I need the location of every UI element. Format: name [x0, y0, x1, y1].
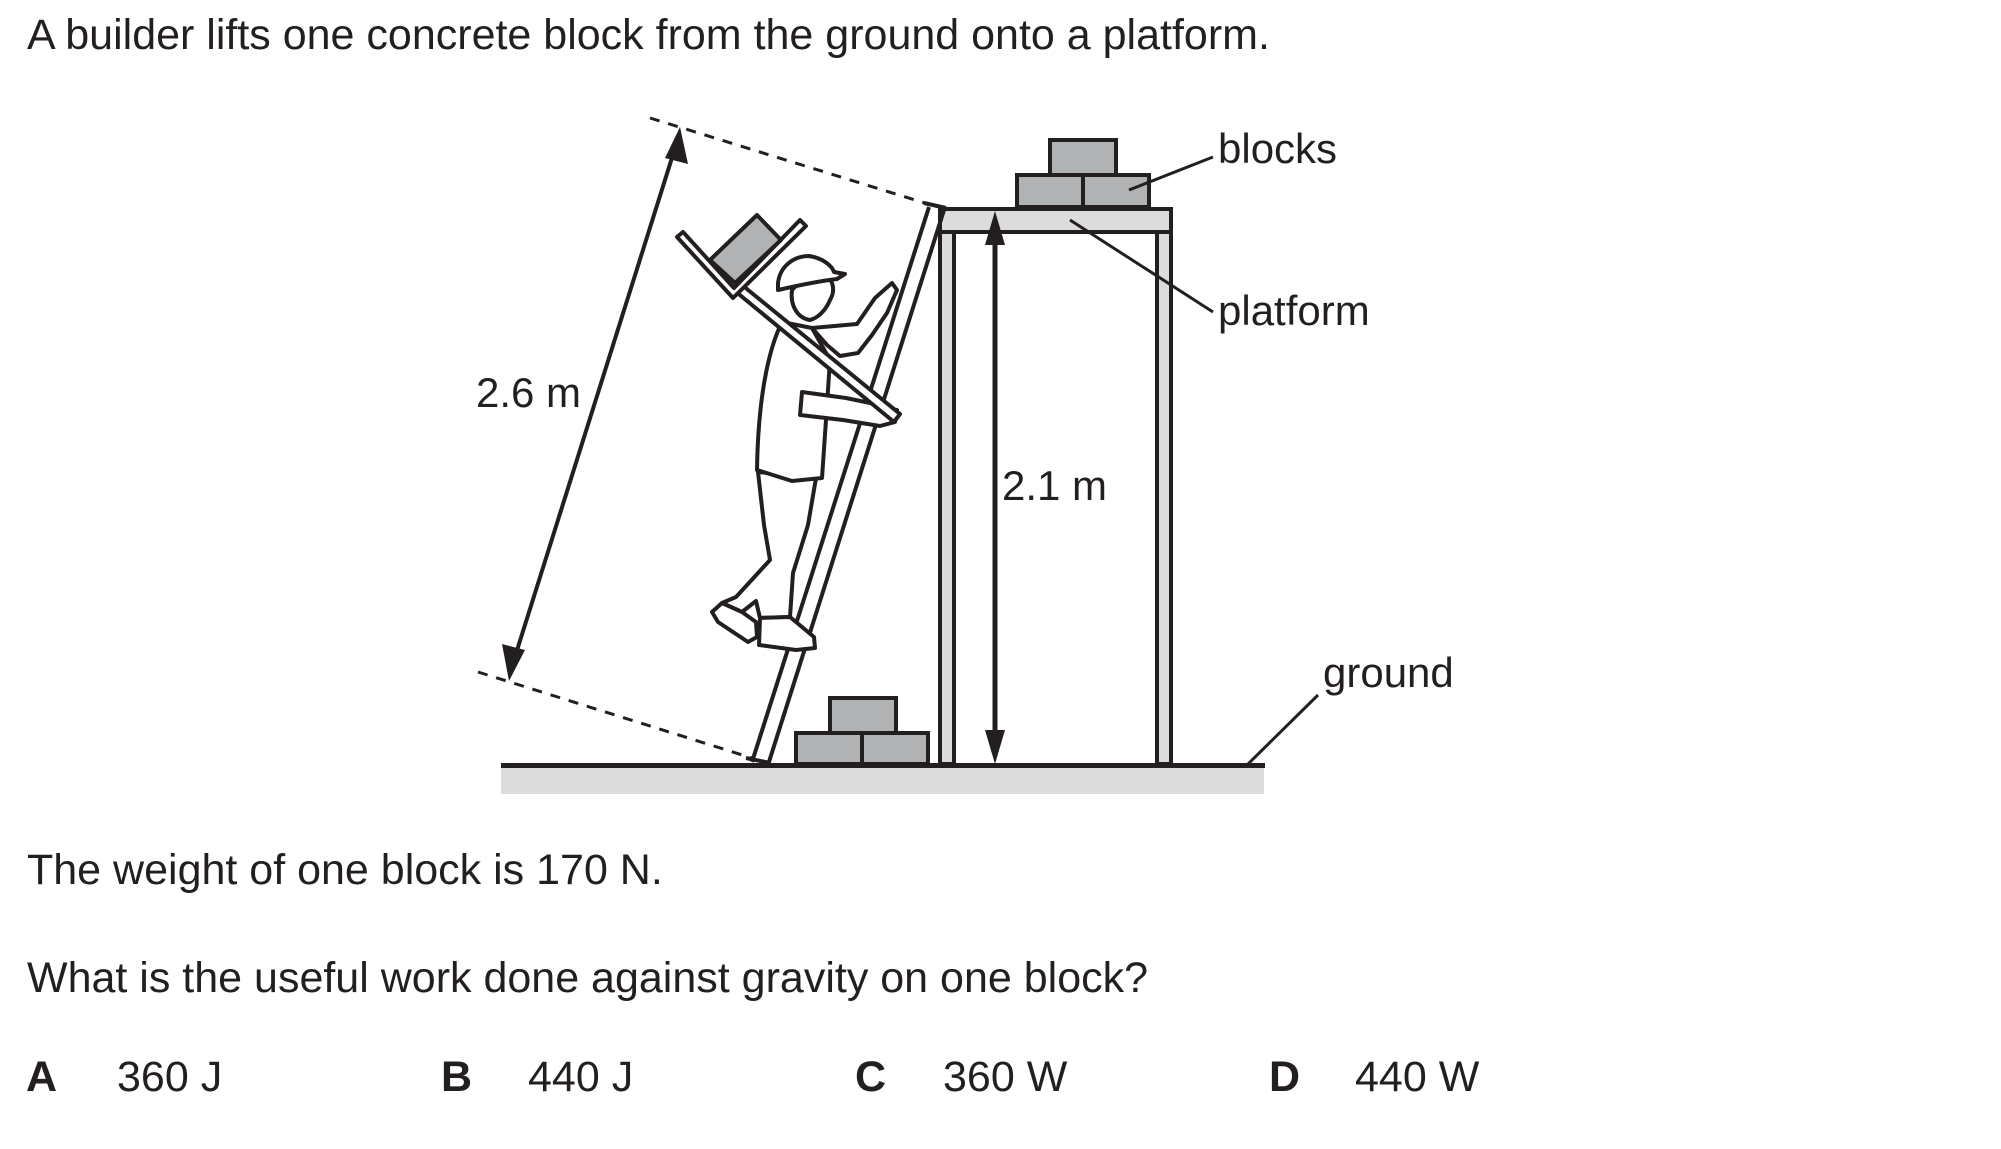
block — [860, 731, 930, 766]
block — [1081, 173, 1151, 209]
builder-helmet-icon — [776, 254, 847, 292]
builder-arm-raised — [810, 281, 899, 358]
ladder-length-label: 2.6 m — [476, 369, 581, 416]
platform-height-label: 2.1 m — [1002, 462, 1107, 509]
builder-figure — [675, 213, 902, 652]
block — [794, 731, 864, 766]
arrowhead-up-icon — [985, 211, 1005, 245]
dashed-line-top — [649, 116, 929, 206]
builder-boot — [757, 615, 817, 652]
platform-top — [938, 207, 1173, 234]
option-c-letter[interactable]: C — [855, 1053, 887, 1101]
ground — [501, 763, 1265, 794]
option-b-letter[interactable]: B — [441, 1053, 473, 1101]
option-a-letter[interactable]: A — [26, 1053, 58, 1101]
arrow-shaft — [511, 144, 678, 664]
ladder-length-arrow — [502, 127, 688, 681]
blocks-leader-line — [1128, 155, 1214, 192]
builder-trousers — [720, 470, 818, 620]
block — [828, 696, 898, 735]
platform-height-arrow — [985, 211, 1005, 764]
ground-band — [501, 765, 1264, 794]
platform-leg-right — [1155, 229, 1173, 766]
block — [1048, 138, 1118, 177]
platform-leader-line — [1069, 218, 1214, 314]
block — [1015, 173, 1085, 209]
question-intro: A builder lifts one concrete block from … — [27, 11, 1270, 59]
ground-blocks — [794, 696, 930, 766]
ground-leader-line — [1245, 693, 1320, 767]
platform-leg-left — [938, 229, 956, 766]
option-a-value[interactable]: 360 J — [117, 1053, 223, 1101]
hod-block — [708, 213, 783, 285]
option-d-value[interactable]: 440 W — [1355, 1053, 1480, 1101]
question-prompt: What is the useful work done against gra… — [27, 954, 1149, 1002]
option-b-value[interactable]: 440 J — [528, 1053, 634, 1101]
blocks-label: blocks — [1218, 125, 1337, 172]
option-c-value[interactable]: 360 W — [943, 1053, 1068, 1101]
callouts — [1069, 155, 1320, 767]
ladder-rail — [766, 209, 946, 766]
ladder-rail — [750, 206, 931, 763]
platform — [938, 207, 1173, 766]
arrowhead-up-icon — [665, 127, 688, 164]
builder-boot — [710, 601, 759, 644]
platform-label: platform — [1218, 287, 1370, 334]
arrowhead-down-icon — [985, 730, 1005, 764]
hod-carrier — [675, 218, 808, 300]
ground-label: ground — [1323, 649, 1454, 696]
platform-blocks — [1015, 138, 1151, 209]
given-weight: The weight of one block is 170 N. — [27, 846, 663, 894]
option-d-letter[interactable]: D — [1269, 1053, 1301, 1101]
dashed-line-bottom — [477, 670, 753, 760]
ladder-length-extensions — [477, 116, 929, 760]
arrowhead-down-icon — [502, 644, 525, 681]
builder-jacket — [755, 320, 832, 483]
